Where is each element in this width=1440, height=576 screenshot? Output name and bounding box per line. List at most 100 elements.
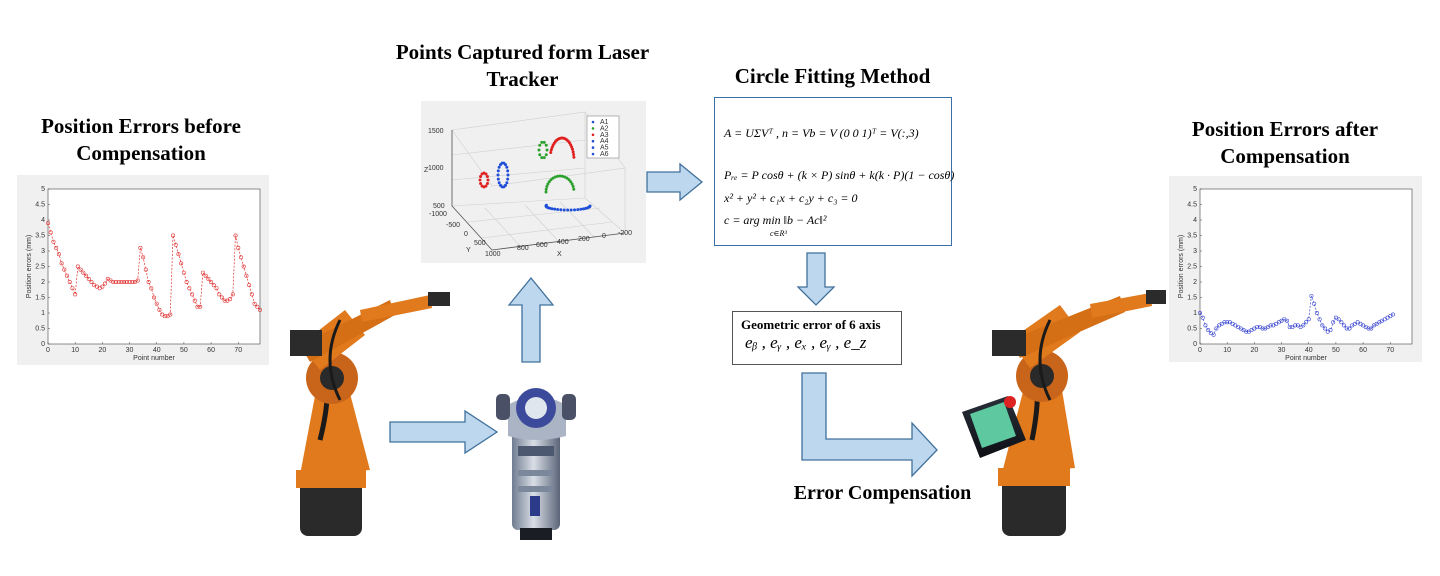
data-point [67, 279, 72, 284]
data-point [236, 245, 241, 250]
data-point [1284, 318, 1289, 323]
scatter-point [579, 207, 583, 211]
scatter-point [571, 185, 575, 189]
z-tick-2: 1000 [428, 165, 444, 172]
data-point [1225, 320, 1230, 325]
arrow-points-to-circle [646, 162, 704, 202]
scatter-point [540, 140, 544, 144]
y-tick-label: 3.5 [35, 233, 45, 240]
scatter-point [506, 173, 510, 177]
data-point [192, 298, 197, 303]
scatter-point [545, 148, 549, 152]
data-point [1200, 315, 1205, 320]
data-point [173, 242, 178, 247]
data-point [1314, 310, 1319, 315]
scatter-point [570, 147, 574, 151]
scatter-point [570, 145, 574, 149]
scatter-point [497, 181, 501, 185]
scatter-point [565, 176, 569, 180]
data-point [1306, 317, 1311, 322]
legend-label: A1 [600, 119, 609, 126]
legend-label: A6 [600, 151, 609, 158]
scatter-point [545, 185, 549, 189]
y-tick-label: 2 [1193, 279, 1197, 286]
x-tick-label: 40 [1305, 347, 1313, 354]
x-tick-4: 200 [578, 236, 590, 243]
data-point [1347, 326, 1352, 331]
data-point [1328, 328, 1333, 333]
legend-label: A4 [600, 138, 609, 145]
scatter-point [485, 175, 489, 178]
scatter-point [542, 140, 546, 144]
data-point [116, 279, 121, 284]
data-point [59, 261, 64, 266]
z-tick-3: 500 [433, 203, 445, 210]
data-point [73, 292, 78, 297]
legend-marker [591, 139, 595, 143]
data-point [198, 304, 203, 309]
scatter-point [496, 177, 500, 181]
data-point [100, 284, 105, 289]
scatter-point [547, 180, 551, 184]
data-point [1198, 310, 1203, 315]
title-circle: Circle Fitting Method [734, 64, 931, 88]
data-point [84, 273, 89, 278]
data-point [154, 301, 159, 306]
data-point [219, 295, 224, 300]
y-tick-label: 4.5 [35, 202, 45, 209]
data-point [1206, 328, 1211, 333]
data-point [184, 279, 189, 284]
x-axis-label: Point number [1285, 355, 1327, 362]
title-points: Points Captured form Laser Tracker [395, 40, 650, 92]
equation-1: A = UΣVᵀ , n = Vb = V (0 0 1)ᵀ = V(:,3) [724, 126, 919, 140]
x-tick-3: 400 [557, 239, 569, 246]
scatter-point [496, 173, 500, 177]
y-axis-label: Position errors (mm) [1178, 235, 1185, 298]
data-point [1342, 323, 1347, 328]
data-point [171, 233, 176, 238]
scatter-point [546, 182, 550, 186]
data-point [252, 301, 257, 306]
teach-pendant [962, 396, 1026, 458]
scatter-point [479, 182, 483, 185]
data-point [200, 270, 205, 275]
x-tick-label: 70 [234, 347, 242, 354]
data-point [1214, 326, 1219, 331]
title-compensation: Error Compensation [793, 482, 972, 504]
scatter-point [485, 182, 489, 185]
data-point [152, 295, 157, 300]
data-point [209, 279, 214, 284]
y-tick-label: 1.5 [35, 295, 45, 302]
data-point [1211, 332, 1216, 337]
data-point [65, 273, 70, 278]
y-tick-label: 1 [41, 310, 45, 317]
data-point [103, 281, 108, 286]
scatter-point [540, 156, 544, 160]
z-axis-label: Z [424, 167, 429, 174]
ring-blue-ellipse [544, 203, 592, 212]
x-tick-label: 60 [207, 347, 215, 354]
scatter-point [544, 153, 548, 157]
data-point [51, 239, 56, 244]
title-after: Position Errors after Compensation [1191, 117, 1379, 169]
x-tick-label: 50 [180, 347, 188, 354]
scatter-point [560, 174, 564, 178]
y-tick-label: 3 [1193, 248, 1197, 255]
arrows [389, 162, 938, 478]
arrow-circle-to-geometric [796, 252, 836, 306]
scatter-point [572, 155, 576, 159]
scatter-point [497, 165, 501, 169]
x-tick-label: 20 [1250, 347, 1258, 354]
scatter-point [486, 178, 490, 182]
data-point [1323, 326, 1328, 331]
arrow-geometric-to-compensation [801, 372, 938, 478]
data-point [1222, 320, 1227, 325]
y-tick-label: 5 [41, 186, 45, 193]
y-tick-label: 0 [41, 341, 45, 348]
data-point [138, 245, 143, 250]
x-tick-label: 60 [1359, 347, 1367, 354]
data-point [255, 304, 260, 309]
data-point [203, 273, 208, 278]
scatter-point [538, 153, 542, 157]
